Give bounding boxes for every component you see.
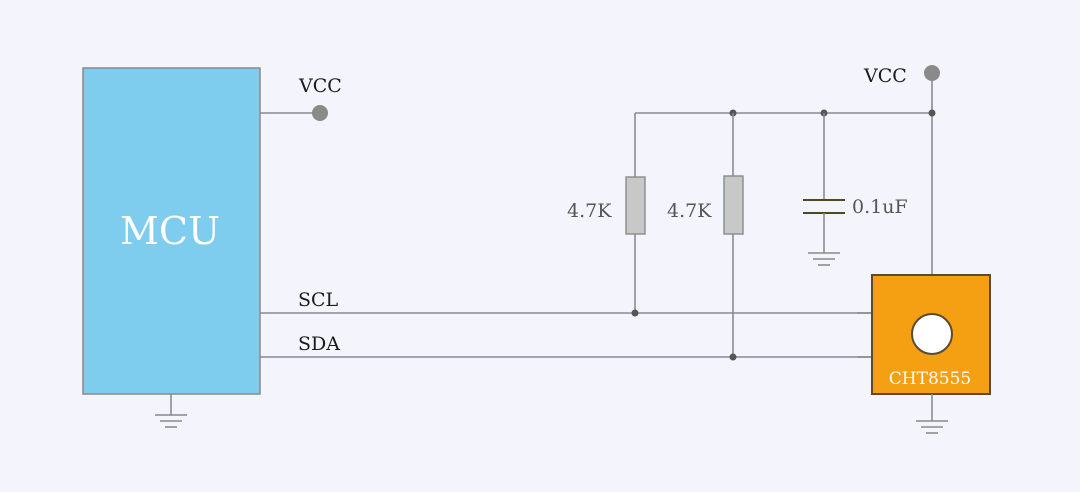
- vcc-terminal-icon: [312, 105, 328, 121]
- vcc-right-label: VCC: [863, 65, 907, 87]
- junction-dot: [631, 309, 639, 317]
- mcu-vcc-terminal: VCC: [260, 75, 342, 121]
- mcu-ground-icon: [155, 394, 187, 428]
- pullup-resistor-sda: 4.7K: [667, 113, 744, 361]
- junction-dot: [928, 109, 936, 117]
- sensor-port-icon: [911, 313, 953, 355]
- sda-label: SDA: [298, 333, 340, 355]
- pullup-sda-label: 4.7K: [667, 200, 712, 222]
- scl-label: SCL: [298, 289, 339, 311]
- mcu-label: MCU: [120, 209, 220, 253]
- sda-line: SDA: [260, 333, 872, 358]
- sensor-label: CHT8555: [889, 369, 971, 389]
- junction-dot: [729, 353, 737, 361]
- scl-line: SCL: [260, 289, 872, 314]
- sensor-ground-icon: [916, 394, 948, 434]
- capacitor-label: 0.1uF: [852, 196, 908, 218]
- mcu-body: [82, 67, 261, 395]
- resistor-icon: [723, 175, 744, 235]
- mcu-block: MCU: [82, 67, 261, 395]
- sensor-chip: CHT8555: [857, 274, 991, 395]
- pullup-scl-label: 4.7K: [567, 200, 612, 222]
- vcc-rail: VCC: [635, 65, 940, 275]
- pullup-resistor-scl: 4.7K: [567, 113, 646, 317]
- resistor-icon: [625, 176, 646, 235]
- decoupling-capacitor: 0.1uF: [803, 113, 908, 266]
- vcc-left-label: VCC: [298, 75, 342, 97]
- vcc-terminal-icon: [924, 65, 940, 81]
